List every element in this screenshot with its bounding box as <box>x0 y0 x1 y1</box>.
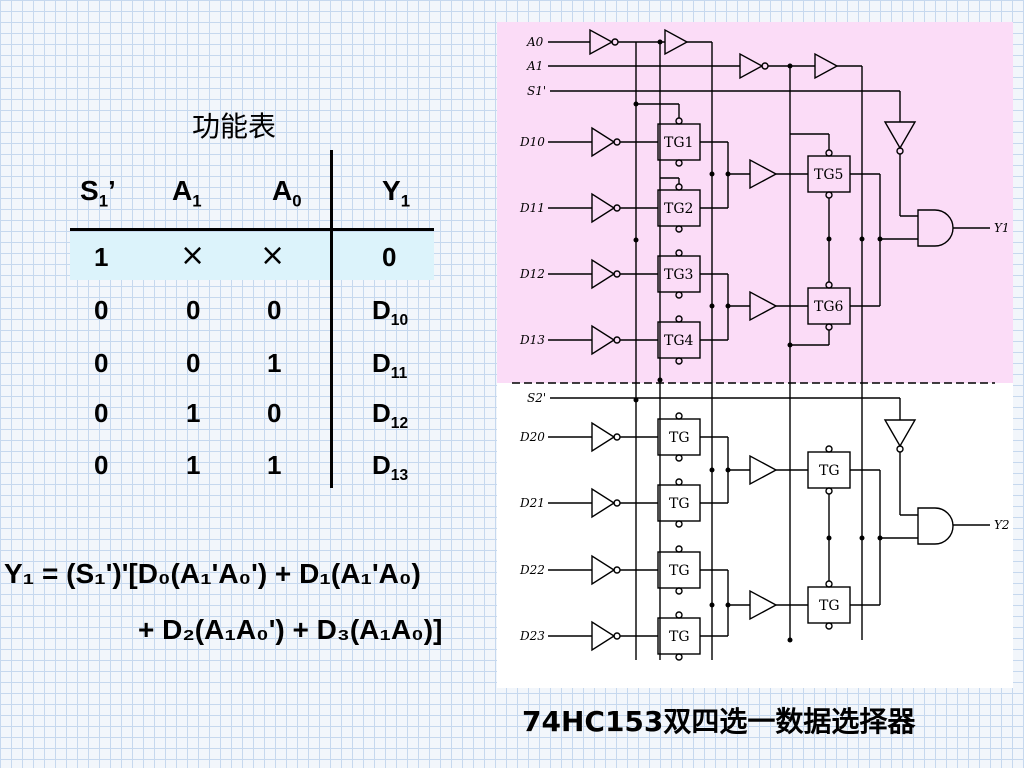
inverter-a1-1 <box>739 52 764 80</box>
header-y1: Y1 <box>382 175 411 211</box>
equation-line-1: Y₁ = (S₁')'[D₀(A₁'A₀') + D₁(A₁'A₀) <box>4 558 421 589</box>
cell-s-2: 0 <box>94 348 109 378</box>
circuit-panel-bottom <box>497 383 1013 688</box>
cell-a1-0: × <box>180 238 206 273</box>
tg4-label: TG4 <box>664 333 694 349</box>
label-d21: D21 <box>519 496 545 510</box>
cell-a0-2: 1 <box>267 348 282 378</box>
buffer-bottom-1 <box>749 454 778 486</box>
buffer-a1-2 <box>814 52 839 80</box>
label-s2: S2' <box>527 391 546 405</box>
label-y1: Y1 <box>994 221 1010 235</box>
header-a1: A1 <box>172 175 202 211</box>
label-d20: D20 <box>519 430 545 444</box>
cell-a1-4: 1 <box>186 450 201 480</box>
cell-s-3: 0 <box>94 398 109 428</box>
cell-s-1: 0 <box>94 295 109 325</box>
cell-a0-4: 1 <box>267 450 282 480</box>
cell-y-0: 0 <box>382 242 397 272</box>
buffer-a0-2 <box>664 28 689 56</box>
cell-y-3: D12 <box>372 398 409 433</box>
label-y2: Y2 <box>994 518 1010 532</box>
tg-bottom-2-label: TG <box>669 496 690 512</box>
tg-bottom-5-label: TG <box>819 463 840 479</box>
inverter-d12 <box>591 258 616 290</box>
and-gate-bottom <box>917 507 954 545</box>
tg-bottom-6-label: TG <box>819 598 840 614</box>
tg-bottom-4-label: TG <box>669 629 690 645</box>
cell-s-0: 1 <box>94 242 109 272</box>
inverter-d11 <box>591 192 616 224</box>
inverter-d13 <box>591 324 616 356</box>
label-d13: D13 <box>519 333 545 347</box>
cell-a1-3: 1 <box>186 398 201 428</box>
cell-y-1: D10 <box>372 295 409 330</box>
equation-line-2: + D₂(A₁A₀') + D₃(A₁A₀)] <box>138 614 443 645</box>
tg-bottom-1-label: TG <box>669 430 690 446</box>
tg6-label: TG6 <box>814 299 844 315</box>
table-divider <box>330 150 333 488</box>
inverter-d23 <box>591 620 616 652</box>
table-row-highlight <box>70 232 434 280</box>
cell-a0-0: × <box>260 238 286 273</box>
and-gate-top <box>917 209 954 247</box>
cell-a0-1: 0 <box>267 295 282 325</box>
tg5-label: TG5 <box>814 167 843 183</box>
cell-a1-1: 0 <box>186 295 201 325</box>
table-header-rule <box>70 228 434 231</box>
label-d23: D23 <box>519 629 545 643</box>
label-d22: D22 <box>519 563 545 577</box>
label-a1: A1 <box>526 59 543 73</box>
label-d11: D11 <box>519 201 545 215</box>
buffer-mid-1 <box>749 158 778 190</box>
label-d12: D12 <box>519 267 545 281</box>
label-a0: A0 <box>526 35 544 49</box>
buffer-bottom-2 <box>749 589 778 621</box>
cell-s-4: 0 <box>94 450 109 480</box>
inverter-d21 <box>591 487 616 519</box>
inverter-s2 <box>883 419 917 448</box>
inverter-a0-1 <box>589 28 614 56</box>
caption: 74HC153双四选一数据选择器 <box>522 705 916 738</box>
circuit-panel-top <box>497 22 1013 383</box>
buffer-mid-2 <box>749 290 778 322</box>
header-a0: A0 <box>272 175 302 211</box>
cell-y-4: D13 <box>372 450 409 485</box>
inverter-d20 <box>591 421 616 453</box>
inverter-s1 <box>883 121 917 150</box>
table-title: 功能表 <box>192 110 277 143</box>
inverter-d22 <box>591 554 616 586</box>
inverter-d10 <box>591 126 616 158</box>
cell-a1-2: 0 <box>186 348 201 378</box>
tg-bottom-3-label: TG <box>669 563 690 579</box>
cell-y-2: D11 <box>372 348 408 383</box>
tg2-label: TG2 <box>664 201 693 217</box>
tg1-label: TG1 <box>664 135 693 151</box>
header-s1: S1’ <box>80 175 116 211</box>
tg3-label: TG3 <box>664 267 693 283</box>
cell-a0-3: 0 <box>267 398 282 428</box>
label-d10: D10 <box>519 135 545 149</box>
label-s1: S1' <box>527 84 546 98</box>
